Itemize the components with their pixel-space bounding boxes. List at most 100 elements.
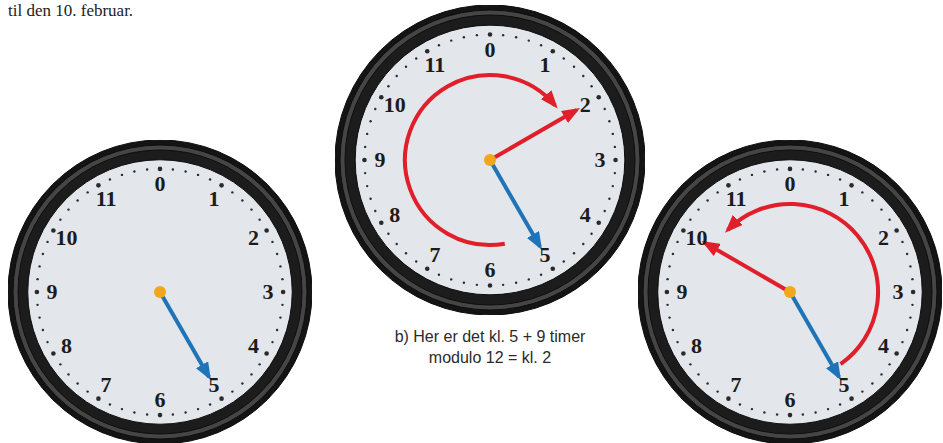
hour-number: 3 [892, 281, 903, 303]
minute-mark [596, 95, 601, 100]
minute-mark [911, 278, 913, 280]
minute-mark [450, 278, 452, 280]
minute-mark [271, 241, 273, 243]
minute-mark [502, 34, 504, 36]
hour-number: 8 [389, 204, 400, 226]
minute-mark [476, 34, 478, 36]
clock-face: 01234567891011 [8, 140, 312, 443]
minute-mark [133, 170, 135, 172]
minute-mark [38, 265, 40, 267]
minute-mark [672, 329, 674, 331]
hour-number-slot: 11 [96, 188, 117, 210]
hour-number: 6 [485, 259, 496, 281]
minute-mark [906, 253, 908, 255]
minute-mark [763, 170, 765, 172]
minute-mark [666, 278, 668, 280]
clock-rim [643, 145, 937, 439]
minute-mark [590, 85, 592, 87]
hour-number: 2 [878, 227, 889, 249]
minute-mark [76, 199, 78, 201]
minute-mark [911, 290, 916, 295]
minute-mark [276, 329, 278, 331]
minute-mark [387, 233, 389, 235]
hour-number: 1 [208, 188, 219, 210]
center-dot [154, 286, 166, 298]
minute-mark [395, 243, 397, 245]
hour-number: 8 [61, 335, 72, 357]
hour-number: 7 [731, 374, 742, 396]
minute-mark [366, 185, 368, 187]
minute-mark [888, 218, 890, 220]
hour-number: 11 [96, 188, 117, 210]
minute-mark [776, 413, 778, 415]
minute-mark [612, 133, 614, 135]
minute-mark [751, 408, 753, 410]
minute-mark [871, 199, 873, 201]
minute-mark [362, 158, 367, 163]
running-text: til den 10. februar. [8, 1, 133, 21]
minute-mark [614, 146, 616, 148]
hour-number-slot: 8 [389, 204, 400, 226]
minute-mark [603, 210, 605, 212]
hour-number: 3 [262, 281, 273, 303]
minute-mark [909, 265, 911, 267]
hour-number-slot: 0 [155, 173, 166, 195]
hour-number: 10 [384, 94, 406, 116]
minute-mark [281, 304, 283, 306]
minute-mark [264, 351, 269, 356]
minute-mark [231, 191, 233, 193]
hour-number: 6 [155, 389, 166, 411]
hour-number-slot: 9 [677, 281, 688, 303]
minute-mark [46, 241, 48, 243]
minute-mark [528, 39, 530, 41]
hour-number-slot: 0 [785, 173, 796, 195]
minute-mark [438, 273, 440, 275]
hour-number: 4 [878, 335, 889, 357]
hour-number-slot: 8 [61, 335, 72, 357]
center-dot [784, 286, 796, 298]
hour-number-slot: 4 [580, 204, 591, 226]
minute-mark [814, 170, 816, 172]
figure-caption: b) Her er det kl. 5 + 9 timer modulo 12 … [372, 327, 608, 369]
minute-mark [387, 85, 389, 87]
minute-mark [46, 341, 48, 343]
minute-mark [279, 316, 281, 318]
minute-mark [612, 185, 614, 187]
hour-number: 9 [677, 281, 688, 303]
clock-dial [28, 160, 292, 424]
minute-mark [51, 228, 56, 233]
minute-mark [880, 373, 882, 375]
hour-number: 5 [540, 244, 551, 266]
minute-mark [861, 390, 863, 392]
minute-mark [515, 282, 517, 284]
minute-mark [763, 411, 765, 413]
minute-mark [197, 408, 199, 410]
minute-mark [802, 168, 804, 170]
minute-mark [540, 44, 542, 46]
minute-mark [35, 290, 40, 295]
minute-mark [264, 228, 269, 233]
minute-mark [276, 253, 278, 255]
clock-face: 01234567891011 [638, 140, 942, 443]
minute-mark [76, 382, 78, 384]
minute-mark [51, 351, 56, 356]
minute-mark [219, 183, 224, 188]
minute-mark [716, 191, 718, 193]
hour-number-slot: 3 [262, 281, 273, 303]
clock-rim [8, 140, 312, 443]
minute-mark [59, 218, 61, 220]
hour-number-slot: 0 [485, 39, 496, 61]
minute-mark [668, 316, 670, 318]
hour-number: 4 [580, 204, 591, 226]
minute-mark [716, 390, 718, 392]
minute-mark [379, 220, 384, 225]
hour-number: 3 [595, 149, 606, 171]
minute-mark [582, 243, 584, 245]
minute-mark [219, 396, 224, 401]
hour-number-slot: 1 [208, 188, 219, 210]
minute-mark [788, 167, 793, 172]
hour-number: 11 [425, 54, 446, 76]
clock-rim [13, 145, 307, 439]
hour-number: 9 [374, 149, 385, 171]
